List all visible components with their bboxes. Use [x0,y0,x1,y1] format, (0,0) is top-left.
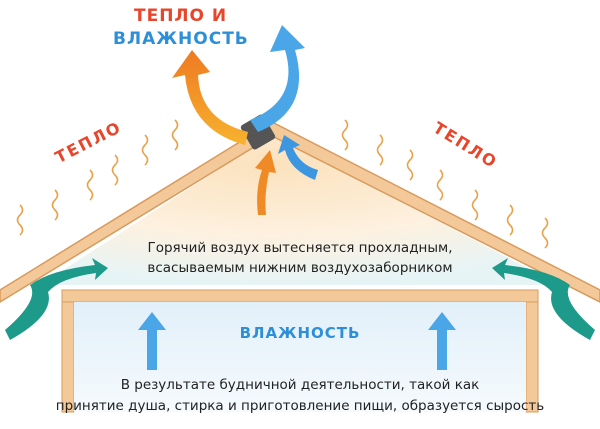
attic-caption-line1: Горячий воздух вытесняется прохладным, [147,240,453,256]
ceiling [61,289,539,303]
intake-arrow-left [5,258,108,340]
hot-air-out-arrow [172,50,248,145]
cool-air-arrow [278,135,318,180]
hot-air-up-arrow [255,150,276,215]
title-humidity: ВЛАЖНОСТЬ [113,29,249,49]
attic-caption: Горячий воздух вытесняется прохладным, в… [0,238,600,278]
title-heat: ТЕПЛО И [134,6,228,26]
humidity-label: ВЛАЖНОСТЬ [239,324,361,342]
moisture-up-arrow-left [138,312,166,370]
result-caption-line1: В результате будничной деятельности, так… [120,377,480,393]
intake-arrow-right [492,258,595,340]
result-caption: В результате будничной деятельности, так… [0,375,600,417]
heat-arrows [16,119,549,249]
result-caption-line2: принятие душа, стирка и приготовление пи… [55,398,545,414]
moisture-out-arrow [250,25,305,132]
attic-caption-line2: всасываемым нижним воздухозаборником [147,260,453,276]
attic-space [40,135,560,285]
moisture-up-arrow-right [428,312,456,370]
